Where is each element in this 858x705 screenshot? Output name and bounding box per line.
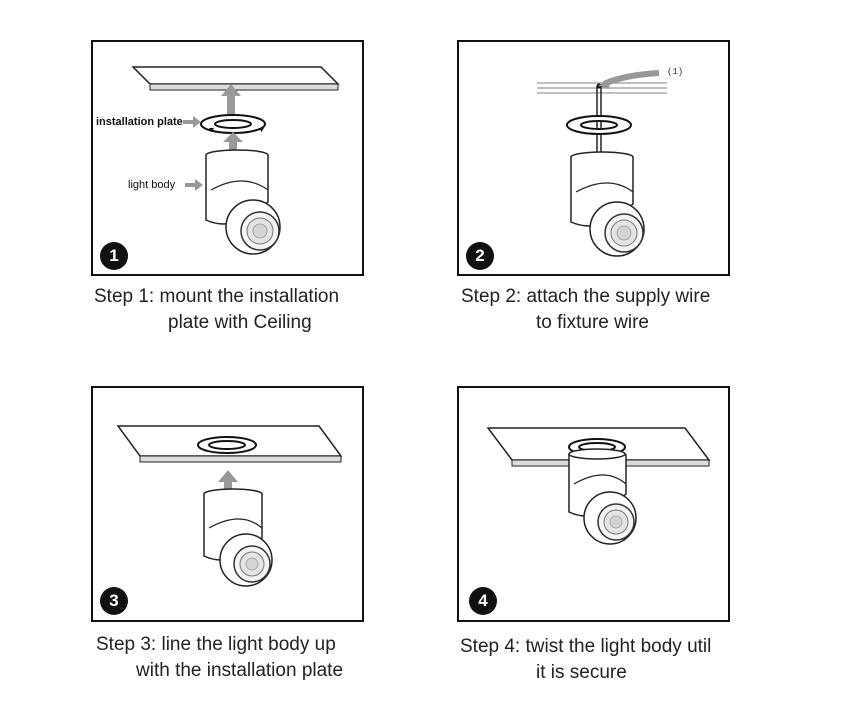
light-body-label: light body [128,179,176,191]
step-3-panel: 3 [91,386,364,622]
step-2-caption-line-1: Step 2: attach the supply wire [461,286,711,307]
step-4-number-badge: 4 [469,587,497,615]
step-4-caption-line-1: Step 4: twist the light body util [460,636,712,657]
installation-plate-label: installation plate [96,116,183,128]
wire-reference-label: (1) [667,67,684,77]
step-2-number-badge: 2 [466,242,494,270]
step-1-caption-line-1: Step 1: mount the installation [94,286,340,307]
step-2-panel: (1) 2 [457,40,730,276]
step-3-illustration [116,425,343,587]
step-1-panel: installation plate light body 1 [91,40,364,276]
step-1-illustration [131,66,340,255]
step-4-panel: 4 [457,386,730,622]
step-2-illustration [537,70,667,257]
step-3-caption-line-2: with the installation plate [136,660,344,681]
step-2-caption-line-2: to fixture wire [536,312,649,333]
step-1-number-badge: 1 [100,242,128,270]
step-3-caption-line-1: Step 3: line the light body up [96,634,336,655]
step-1-caption-line-2: plate with Ceiling [168,312,312,333]
step-4-illustration [486,427,711,545]
step-4-caption-line-2: it is secure [536,662,627,683]
step-3-number-badge: 3 [100,587,128,615]
